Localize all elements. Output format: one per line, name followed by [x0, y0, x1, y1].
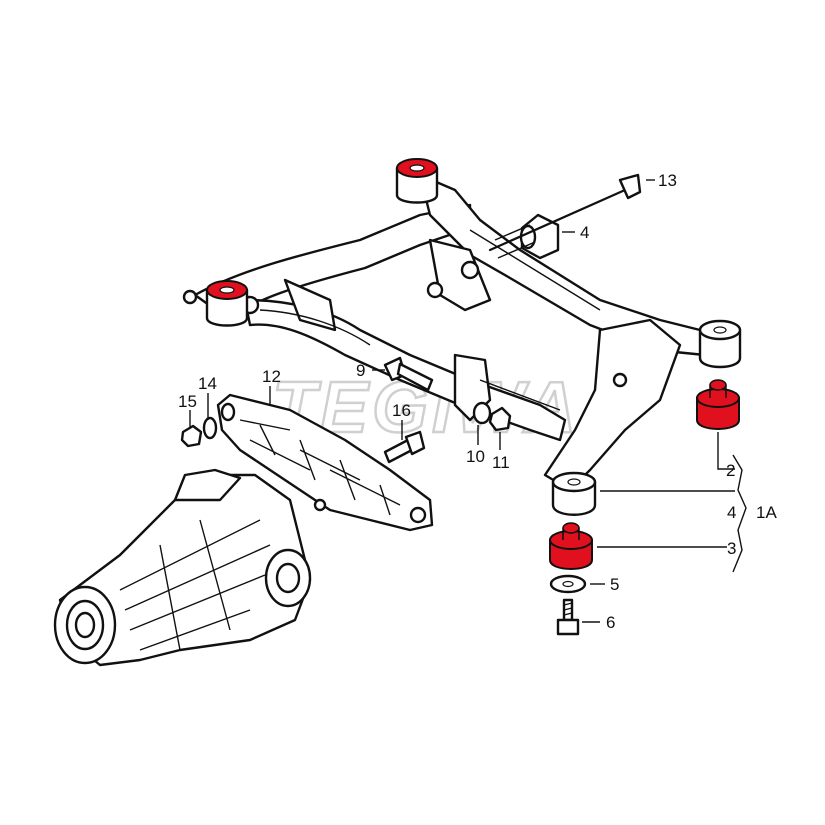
bolt-16 — [383, 430, 426, 464]
label-13: 13 — [658, 171, 677, 190]
label-10: 10 — [466, 447, 485, 466]
label-3: 3 — [727, 539, 736, 558]
label-4-group: 4 — [727, 503, 736, 522]
label-5: 5 — [610, 575, 619, 594]
label-6: 6 — [606, 613, 615, 632]
differential-bracket-12 — [216, 393, 434, 532]
label-9: 9 — [356, 361, 365, 380]
nut-15 — [180, 424, 203, 448]
label-4-top: 4 — [580, 223, 589, 242]
washer-5 — [549, 574, 587, 594]
label-16: 16 — [392, 401, 411, 420]
bushing-part-2 — [696, 379, 740, 430]
mount-rear-right — [698, 319, 742, 369]
bushing-front-right — [205, 280, 249, 327]
washer-10 — [472, 401, 492, 425]
washer-14 — [202, 416, 218, 440]
mount-rear-left — [551, 471, 597, 516]
group-bracket — [732, 454, 747, 573]
bolt-13 — [488, 173, 642, 259]
bushing-part-3 — [549, 522, 593, 570]
label-14: 14 — [198, 374, 217, 393]
bolt-6 — [556, 598, 580, 636]
label-12: 12 — [262, 367, 281, 386]
nut-11 — [488, 406, 512, 432]
rear-subframe — [182, 158, 742, 516]
label-2: 2 — [726, 461, 735, 480]
label-1a: 1A — [756, 503, 777, 522]
bushing-front-left — [395, 158, 439, 204]
bolt-9 — [383, 356, 434, 392]
label-11: 11 — [492, 453, 510, 472]
bushing-part-4 — [519, 213, 560, 260]
label-15: 15 — [178, 392, 197, 411]
leader-lines — [189, 179, 747, 623]
callout-labels: 13 4 9 14 12 15 16 10 11 2 4 1A 3 5 6 — [178, 171, 777, 632]
differential-housing — [53, 468, 312, 667]
